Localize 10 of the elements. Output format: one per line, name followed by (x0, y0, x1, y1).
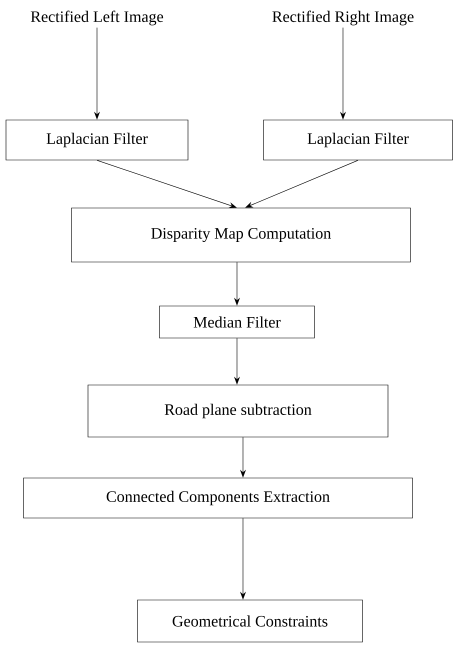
process-box: Laplacian Filter (6, 120, 188, 160)
process-box: Disparity Map Computation (71, 208, 411, 262)
process-box: Median Filter (159, 306, 315, 338)
process-box: Connected Components Extraction (23, 478, 413, 518)
process-box: Road plane subtraction (88, 384, 388, 438)
arrow (245, 160, 358, 208)
process-box: Geometrical Constraints (137, 600, 363, 642)
input-label: Rectified Left Image (30, 10, 164, 26)
process-box: Laplacian Filter (263, 120, 453, 160)
input-label: Rectified Right Image (272, 10, 414, 26)
